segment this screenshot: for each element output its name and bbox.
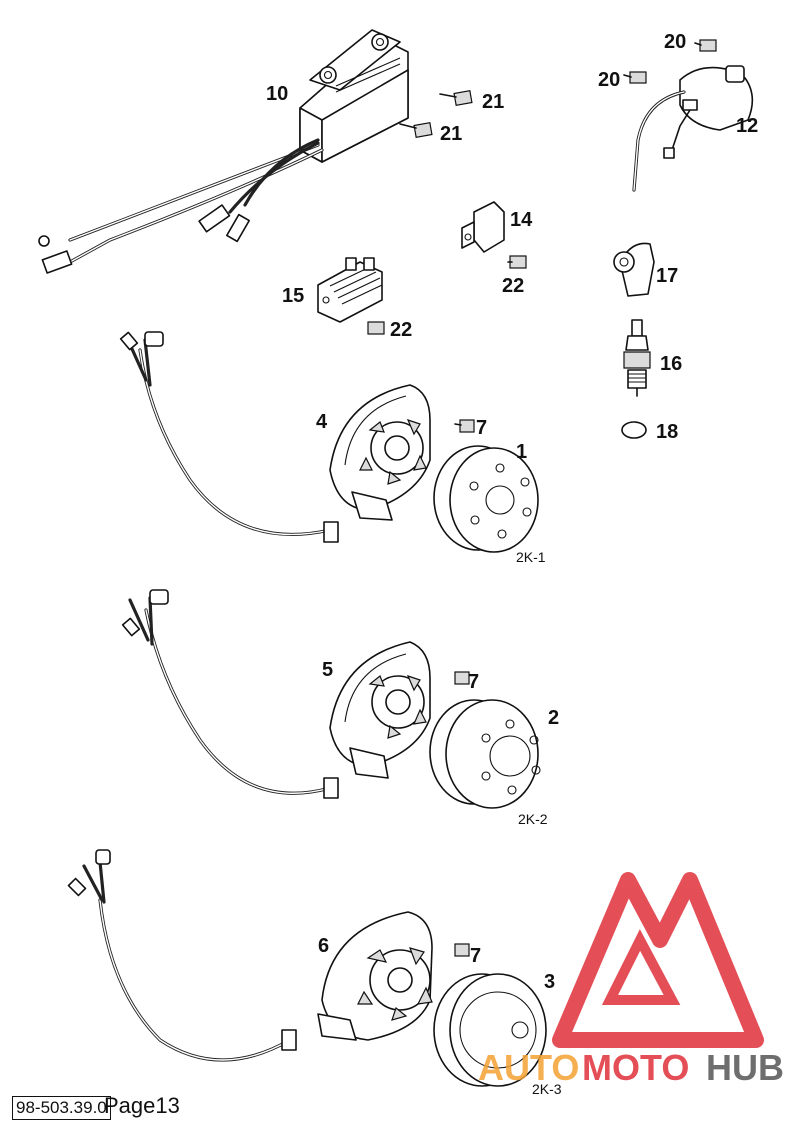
bolt-7-first xyxy=(454,419,475,433)
relay-14-drawing xyxy=(461,201,505,253)
callout-15: 15 xyxy=(282,285,304,307)
callout-14: 14 xyxy=(510,209,533,231)
document-code: 98-503.39.0 xyxy=(12,1096,111,1120)
callout-7-second: 7 xyxy=(468,671,479,693)
callout-1: 1 xyxy=(516,441,527,463)
callout-22-lower: 22 xyxy=(390,319,412,341)
bolt-20-lower xyxy=(623,71,647,84)
spark-plug-cap-drawing xyxy=(613,242,655,297)
callout-4: 4 xyxy=(316,411,328,433)
callout-10: 10 xyxy=(266,83,288,105)
callout-21-upper: 21 xyxy=(482,91,504,113)
bolt-7-third xyxy=(454,943,470,957)
watermark-text-moto: MOTO xyxy=(582,1047,689,1088)
stator-4-assembly xyxy=(119,331,431,543)
bolt-21-upper xyxy=(439,90,473,106)
watermark-text-auto: AUTO xyxy=(478,1047,579,1088)
callout-21-lower: 21 xyxy=(440,123,462,145)
ignition-coil-drawing xyxy=(632,65,754,192)
callout-17: 17 xyxy=(656,265,678,287)
watermark-logo: AUTO MOTO HUB xyxy=(478,872,784,1088)
watermark-triangle xyxy=(552,872,764,1048)
bolt-22-lower xyxy=(367,321,385,335)
callout-12: 12 xyxy=(736,115,758,137)
watermark-text-hub: HUB xyxy=(706,1047,784,1088)
o-ring-drawing xyxy=(621,421,647,439)
sublabel-2k-2: 2K-2 xyxy=(518,811,548,827)
callout-6: 6 xyxy=(318,935,329,957)
page-number: Page13 xyxy=(104,1093,180,1118)
bolt-20-upper xyxy=(694,39,717,52)
bolt-7-second xyxy=(454,671,470,685)
rotor-3-drawing xyxy=(433,973,547,1087)
callout-7-first: 7 xyxy=(476,417,487,439)
regulator-15-drawing xyxy=(317,257,383,323)
sublabel-2k-1: 2K-1 xyxy=(516,549,546,565)
spark-plug-drawing xyxy=(623,319,651,397)
callout-16: 16 xyxy=(660,353,682,375)
callout-2: 2 xyxy=(548,707,559,729)
callout-3: 3 xyxy=(544,971,555,993)
cdi-unit-drawing xyxy=(38,29,409,274)
callout-20-upper: 20 xyxy=(664,31,686,53)
callout-20-lower: 20 xyxy=(598,69,620,91)
stator-5-assembly xyxy=(121,589,431,799)
stator-6-assembly xyxy=(67,849,433,1062)
callout-5: 5 xyxy=(322,659,333,681)
callout-7-third: 7 xyxy=(470,945,481,967)
sublabel-2k-3: 2K-3 xyxy=(532,1081,562,1097)
rotor-1-drawing xyxy=(433,445,539,553)
callout-18: 18 xyxy=(656,421,678,443)
rotor-2-drawing xyxy=(429,699,541,809)
bolt-21-lower xyxy=(399,122,433,138)
bolt-22-upper xyxy=(507,255,527,269)
callout-22-upper: 22 xyxy=(502,275,524,297)
